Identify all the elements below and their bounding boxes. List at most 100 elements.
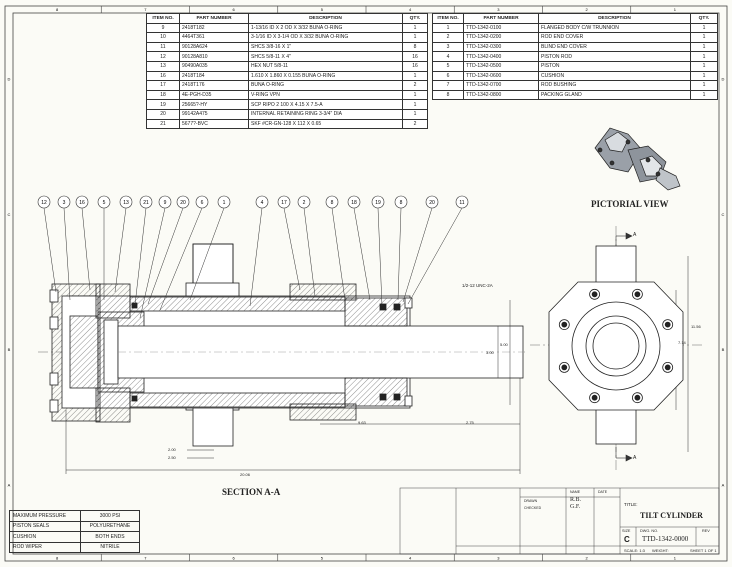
- qty-cell: 16: [402, 60, 428, 72]
- dim-2-50: 2.50: [168, 455, 176, 460]
- description-cell: PACKING GLAND: [538, 89, 691, 101]
- col-item-no: ITEM NO.: [432, 13, 464, 24]
- part-number-cell: TTD-1342-0700: [463, 80, 539, 91]
- spec-name-cell: ROD WIPER: [9, 541, 81, 553]
- zone-label: D: [8, 77, 11, 82]
- bolt-head: [664, 364, 671, 371]
- bom-header-row: ITEM NO. PART NUMBER DESCRIPTION QTY.: [432, 13, 718, 24]
- zone-label: 7: [144, 556, 147, 561]
- bolt-head: [634, 394, 641, 401]
- dim-5-00: 5.00: [500, 342, 508, 347]
- item-balloon: 3: [57, 195, 71, 209]
- item-balloon: 4: [255, 195, 269, 209]
- zone-label: B: [722, 347, 725, 352]
- item-no-cell: 21: [146, 118, 180, 130]
- item-balloon: 6: [195, 195, 209, 209]
- part-number-cell: TTD-1342-0400: [463, 51, 539, 62]
- zone-label: 8: [56, 556, 59, 561]
- spec-name-cell: PISTON SEALS: [9, 520, 81, 532]
- description-cell: INTERNAL RETAINING RING 3-3/4" DIA: [248, 108, 403, 120]
- description-cell: BUNA O-RING: [248, 80, 403, 91]
- spec-name-cell: MAXIMUM PRESSURE: [9, 510, 81, 522]
- zone-label: 6: [233, 556, 236, 561]
- qty-cell: 1: [402, 99, 428, 110]
- balloon-number: 13: [123, 200, 129, 206]
- qty-cell: 1: [402, 70, 428, 82]
- qty-cell: 1: [690, 51, 718, 62]
- dim-3-00: 3.00: [486, 350, 494, 355]
- section-mark-bottom: A: [633, 455, 637, 461]
- item-balloon: 9: [158, 195, 172, 209]
- part-number-cell: 2418T184: [179, 70, 249, 82]
- item-balloon: 16: [75, 195, 89, 209]
- balloon-number: 1: [223, 200, 226, 206]
- description-cell: SHCS 5/8-11 X 4": [248, 51, 403, 62]
- item-no-cell: 8: [432, 89, 464, 101]
- qty-cell: 1: [690, 32, 718, 43]
- checked-by: G.F.: [570, 504, 581, 510]
- title-block-frame: [399, 487, 720, 555]
- description-cell: FLANGED BODY C/W TRUNNION: [538, 22, 691, 34]
- col-description: DESCRIPTION: [538, 13, 691, 24]
- bom-header-row: ITEM NO. PART NUMBER DESCRIPTION QTY.: [146, 13, 428, 24]
- balloon-number: 12: [41, 200, 47, 206]
- balloon-number: 19: [375, 200, 381, 206]
- item-no-cell: 17: [146, 80, 180, 91]
- dwg-no-label: DWG. NO.: [640, 529, 659, 533]
- part-number-cell: 90128A624: [179, 41, 249, 53]
- spec-value-cell: NITRILE: [80, 541, 140, 553]
- item-balloon: 20: [425, 195, 439, 209]
- zone-label: 1: [674, 7, 677, 12]
- description-cell: ROD BUSHING: [538, 80, 691, 91]
- zone-label: 8: [56, 7, 59, 12]
- item-balloon: 2: [297, 195, 311, 209]
- item-balloon: 17: [277, 195, 291, 209]
- item-no-cell: 18: [146, 89, 180, 101]
- item-balloon: 8: [394, 195, 408, 209]
- part-number-cell: TTD-1342-0200: [463, 32, 539, 43]
- description-cell: 3-1/16 ID X 3-1/4 OD X 3/32 BUNA O-RING: [248, 32, 403, 43]
- part-number-cell: 2418T182: [179, 22, 249, 34]
- col-part-number: PART NUMBER: [179, 13, 249, 24]
- drawing-number: TTD-1342-0000: [642, 535, 689, 543]
- section-view: [49, 243, 524, 447]
- qty-cell: 1: [690, 89, 718, 101]
- description-cell: ROD END COVER: [538, 32, 691, 43]
- dim-9-63: 9.63: [358, 420, 366, 425]
- balloon-number: 11: [459, 200, 464, 206]
- section-mark-top: A: [633, 232, 637, 238]
- checked-label: CHECKED: [524, 506, 542, 510]
- spec-value-cell: BOTH ENDS: [80, 531, 140, 543]
- item-no-cell: 20: [146, 108, 180, 120]
- item-no-cell: 19: [146, 99, 180, 110]
- bolt-head: [634, 291, 641, 298]
- zone-label: D: [722, 77, 725, 82]
- title-label: TITLE:: [624, 502, 638, 507]
- balloon-number: 5: [103, 200, 106, 206]
- dim-2-75: 2.75: [466, 420, 474, 425]
- qty-cell: 1: [402, 32, 428, 43]
- description-cell: BLIND END COVER: [538, 41, 691, 53]
- part-number-cell: TTD-1342-0600: [463, 70, 539, 82]
- zone-label: 4: [409, 556, 412, 561]
- bolt-head: [591, 394, 598, 401]
- zone-label: 3: [497, 556, 500, 561]
- item-balloon: 12: [37, 195, 51, 209]
- bolt-head: [561, 321, 568, 328]
- sheet-size: C: [624, 535, 630, 544]
- item-balloon: 20: [176, 195, 190, 209]
- item-no-cell: 4: [432, 51, 464, 62]
- end-view: [530, 226, 703, 470]
